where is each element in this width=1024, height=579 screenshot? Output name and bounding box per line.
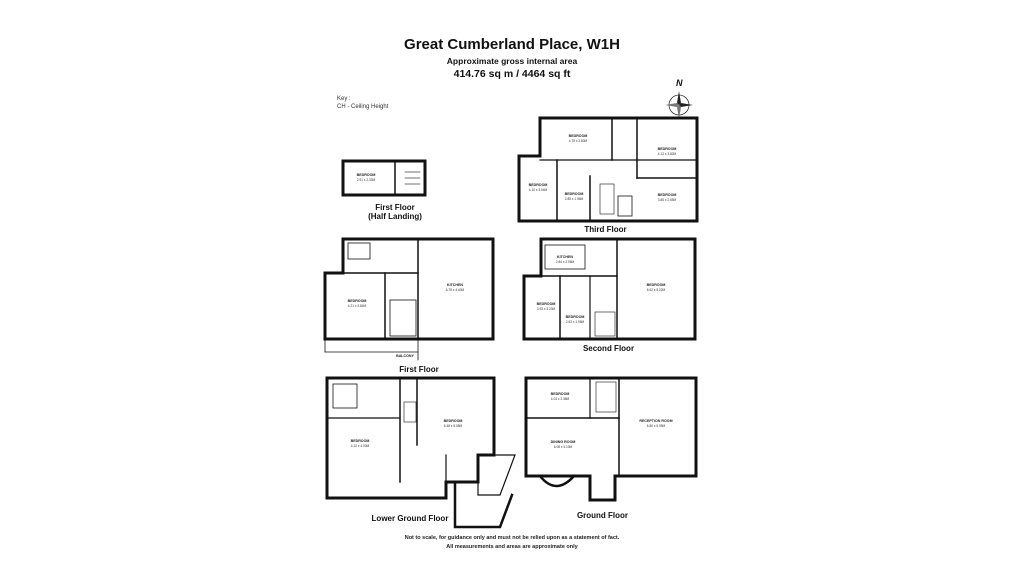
disclaimer-line-2: All measurements and areas are approxima… <box>446 544 578 550</box>
room-name: KITCHEN <box>447 283 463 287</box>
room-dim: 6.78 x 4.40M <box>446 288 465 292</box>
room-name: DINING ROOM <box>551 440 576 444</box>
room-name: BEDROOM <box>569 134 588 138</box>
room-dim: 4.12 x 3.82M <box>658 152 677 156</box>
plan-lower-ground-floor <box>325 376 516 529</box>
floor-label-first: First Floor <box>399 365 439 374</box>
room-dim: 4.21 x 3.84M <box>348 304 367 308</box>
room-name: BEDROOM <box>537 302 556 306</box>
floor-label-second: Second Floor <box>582 344 635 353</box>
room-name: BEDROOM <box>551 392 570 396</box>
room-dim: 4.10 x 3.04M <box>529 188 548 192</box>
room-name: KITCHEN <box>557 255 573 259</box>
plan-ground-floor <box>524 376 698 502</box>
room-dim: 4.78 x 2.80M <box>569 139 588 143</box>
key-heading: Key : <box>337 96 351 102</box>
room-name: RECEPTION ROOM <box>639 419 672 423</box>
key-legend: Key : CH - Ceiling Height <box>337 95 388 111</box>
room-dim: 4.03 x 2.38M <box>551 397 570 401</box>
room-name: BEDROOM <box>566 315 585 319</box>
room-name: BEDROOM <box>348 299 367 303</box>
room-dim: 6.48 x 5.08M <box>444 424 463 428</box>
room-name: BEDROOM <box>565 192 584 196</box>
room-name: BEDROOM <box>647 283 666 287</box>
room-name: BEDROOM <box>658 147 677 151</box>
compass-rose: N <box>664 78 694 122</box>
plan-third-floor <box>517 116 699 223</box>
disclaimer: Not to scale, for guidance only and must… <box>0 534 1024 552</box>
room-name: BEDROOM <box>529 183 548 187</box>
plan-half-landing <box>341 159 427 197</box>
plan-second-floor <box>522 237 697 341</box>
room-name: BEDROOM <box>357 173 376 177</box>
compass-north-label: N <box>676 78 683 88</box>
floor-label-ground: Ground Floor <box>576 511 629 520</box>
room-dim: 2.63 x 1.95M <box>566 320 585 324</box>
room-dim: 2.85 x 1.96M <box>565 197 584 201</box>
room-dim: 6.62 x 5.02M <box>647 288 666 292</box>
plan-first-floor <box>323 237 495 361</box>
disclaimer-line-1: Not to scale, for guidance only and must… <box>404 535 620 541</box>
room-name: BEDROOM <box>351 439 370 443</box>
floor-label-lower-ground: Lower Ground Floor <box>371 514 449 523</box>
room-dim: 6.08 x 4.10M <box>554 445 573 449</box>
room-dim: 3.93 x 3.23M <box>537 307 556 311</box>
room-name: BEDROOM <box>658 193 677 197</box>
room-dim: 4.12 x 4.00M <box>351 444 370 448</box>
room-dim: 6.80 x 5.95M <box>647 424 666 428</box>
plan-title: Great Cumberland Place, W1H <box>404 36 620 53</box>
key-item: CH - Ceiling Height <box>337 104 389 110</box>
room-dim: 2.91 x 2.33M <box>357 178 376 182</box>
compass-icon <box>665 91 693 119</box>
floor-label-half-landing: First Floor (Half Landing) <box>368 203 422 221</box>
gross-area: 414.76 sq m / 4464 sq ft <box>453 68 571 80</box>
plan-subtitle: Approximate gross internal area <box>446 56 578 66</box>
room-name: BALCONY <box>396 354 414 358</box>
room-dim: 2.84 x 2.06M <box>556 260 575 264</box>
room-dim: 3.85 x 2.65M <box>658 198 677 202</box>
floor-label-third: Third Floor <box>584 225 627 234</box>
room-name: BEDROOM <box>444 419 463 423</box>
